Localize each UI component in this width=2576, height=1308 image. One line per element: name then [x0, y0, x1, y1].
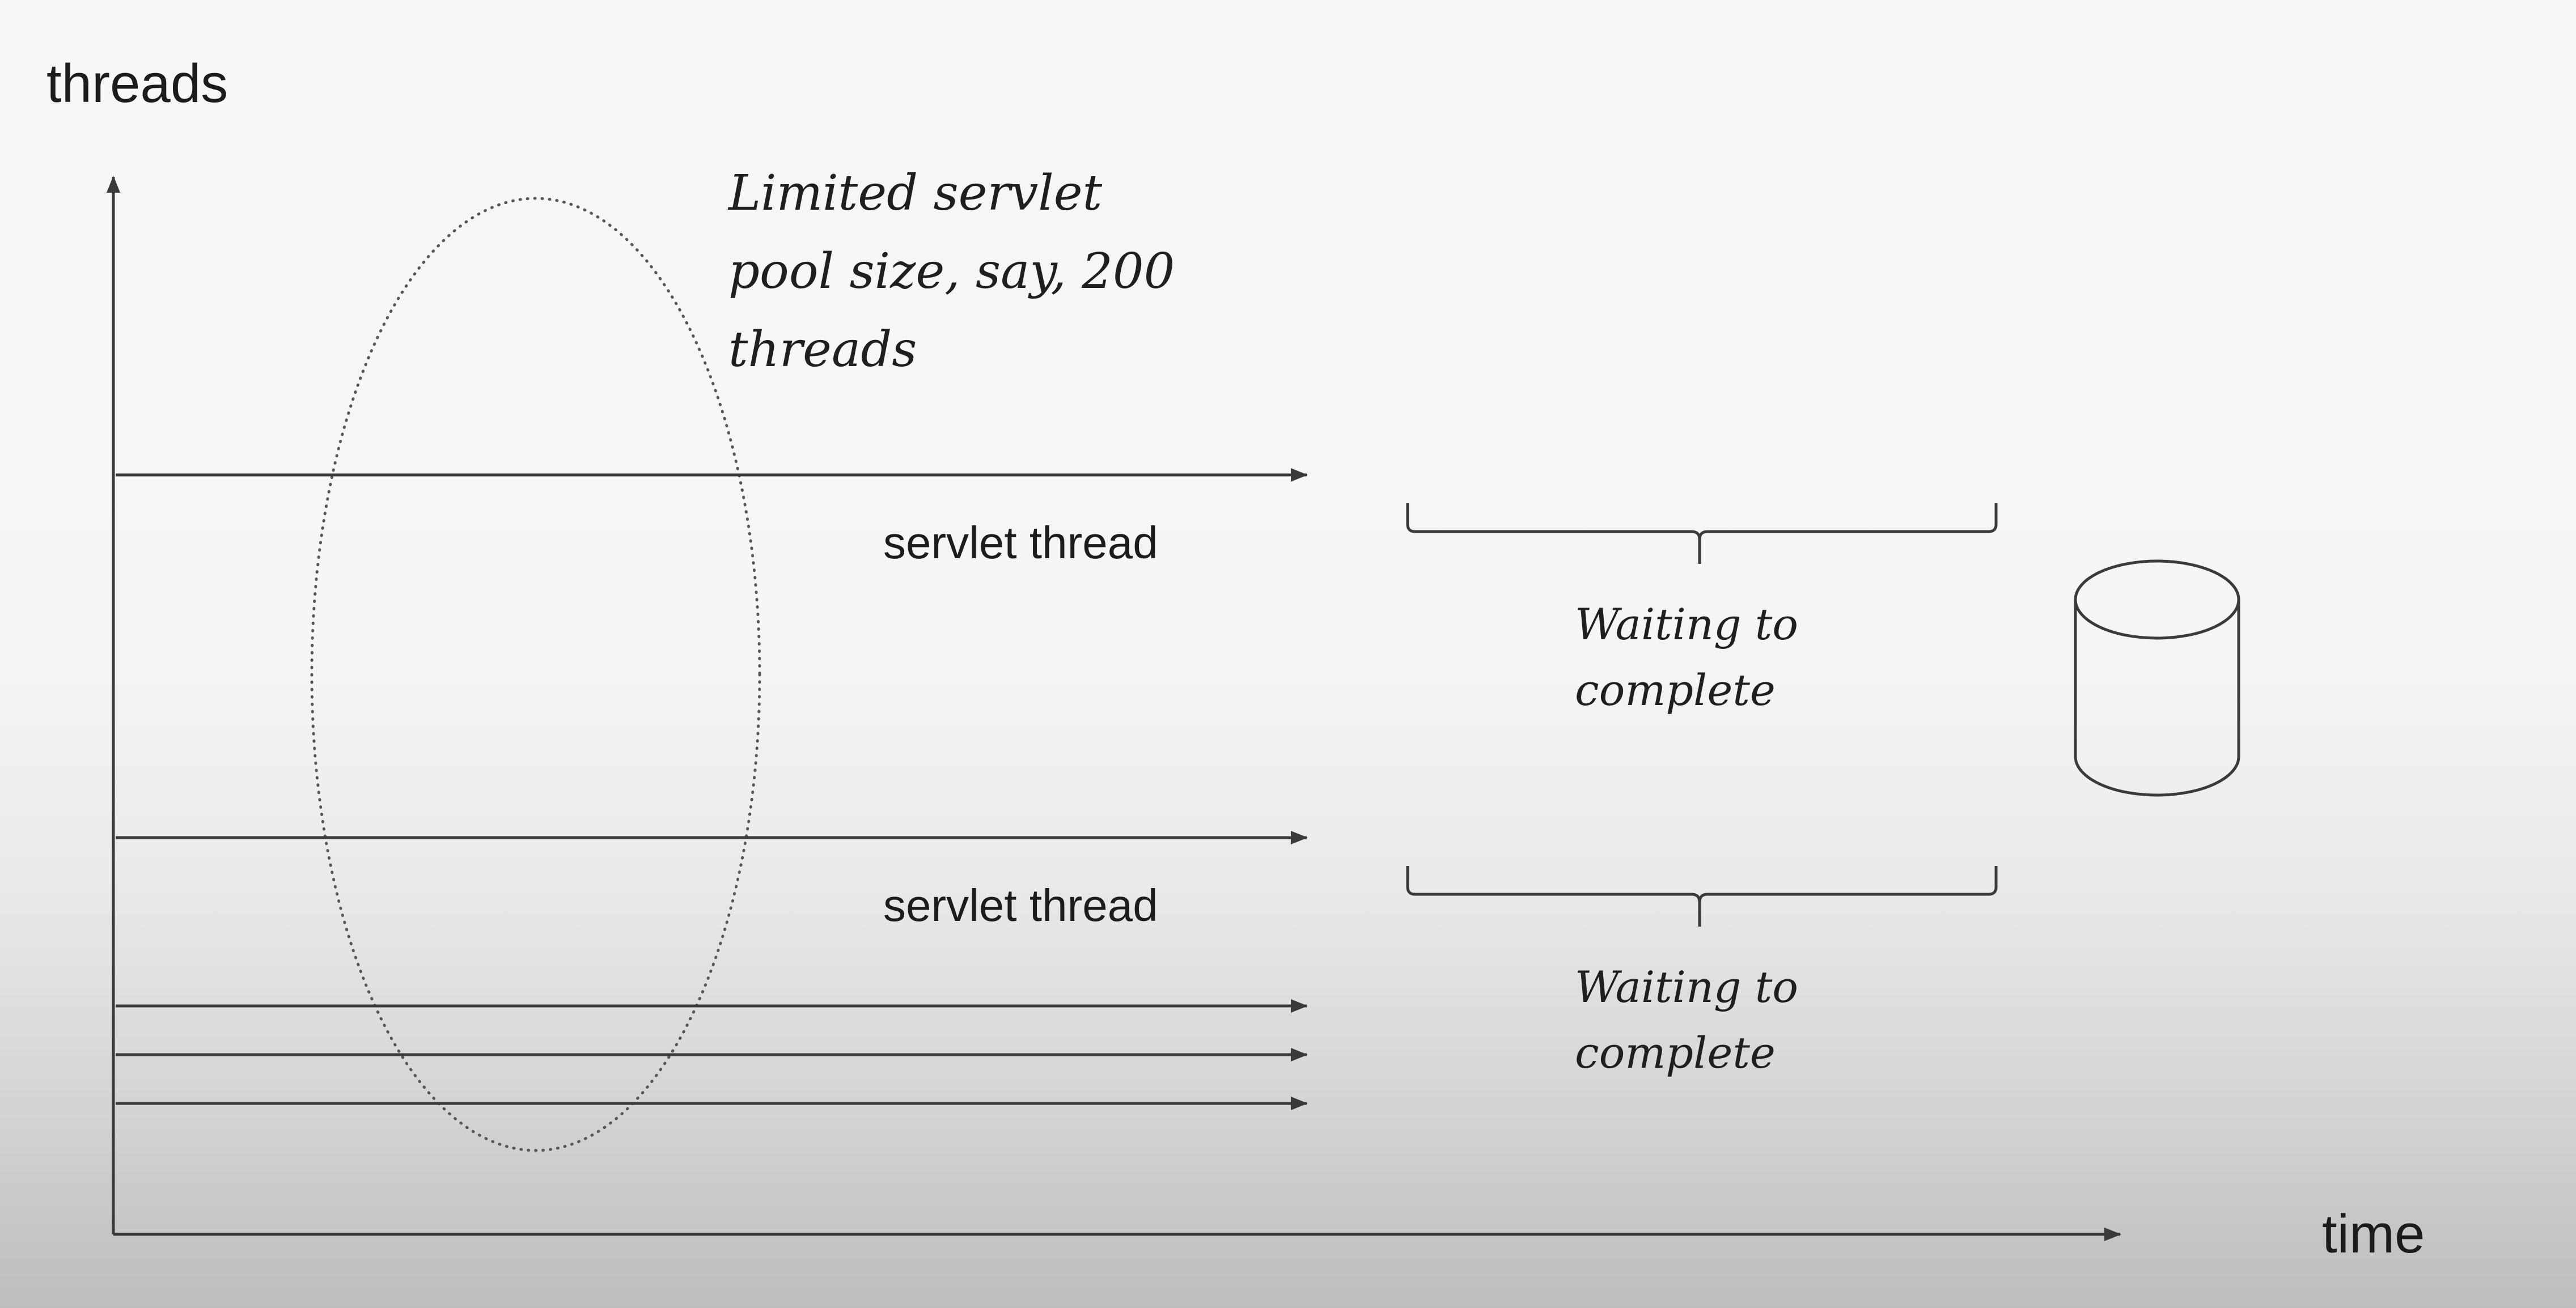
pool-note-line-3: threads	[728, 321, 917, 378]
wait-label-line-2: complete	[1575, 665, 1776, 715]
wait-brace	[1406, 866, 1998, 927]
x-axis-label: time	[2322, 1204, 2425, 1264]
wait-label-line-1: Waiting to	[1575, 962, 1798, 1012]
pool-note-line-1: Limited servlet	[727, 165, 1103, 222]
thread-pool-ellipse	[310, 197, 761, 1152]
wait-label-line-2: complete	[1575, 1027, 1776, 1078]
wait-brace	[1406, 503, 1998, 564]
pool-note-line-2: pool size, say, 200	[728, 243, 1175, 300]
wait-label-line-1: Waiting to	[1575, 599, 1798, 649]
servlet-thread-label: servlet thread	[883, 880, 1158, 931]
y-axis-label: threads	[46, 53, 228, 114]
servlet-thread-label: servlet thread	[883, 517, 1158, 568]
database-icon	[2074, 559, 2240, 797]
